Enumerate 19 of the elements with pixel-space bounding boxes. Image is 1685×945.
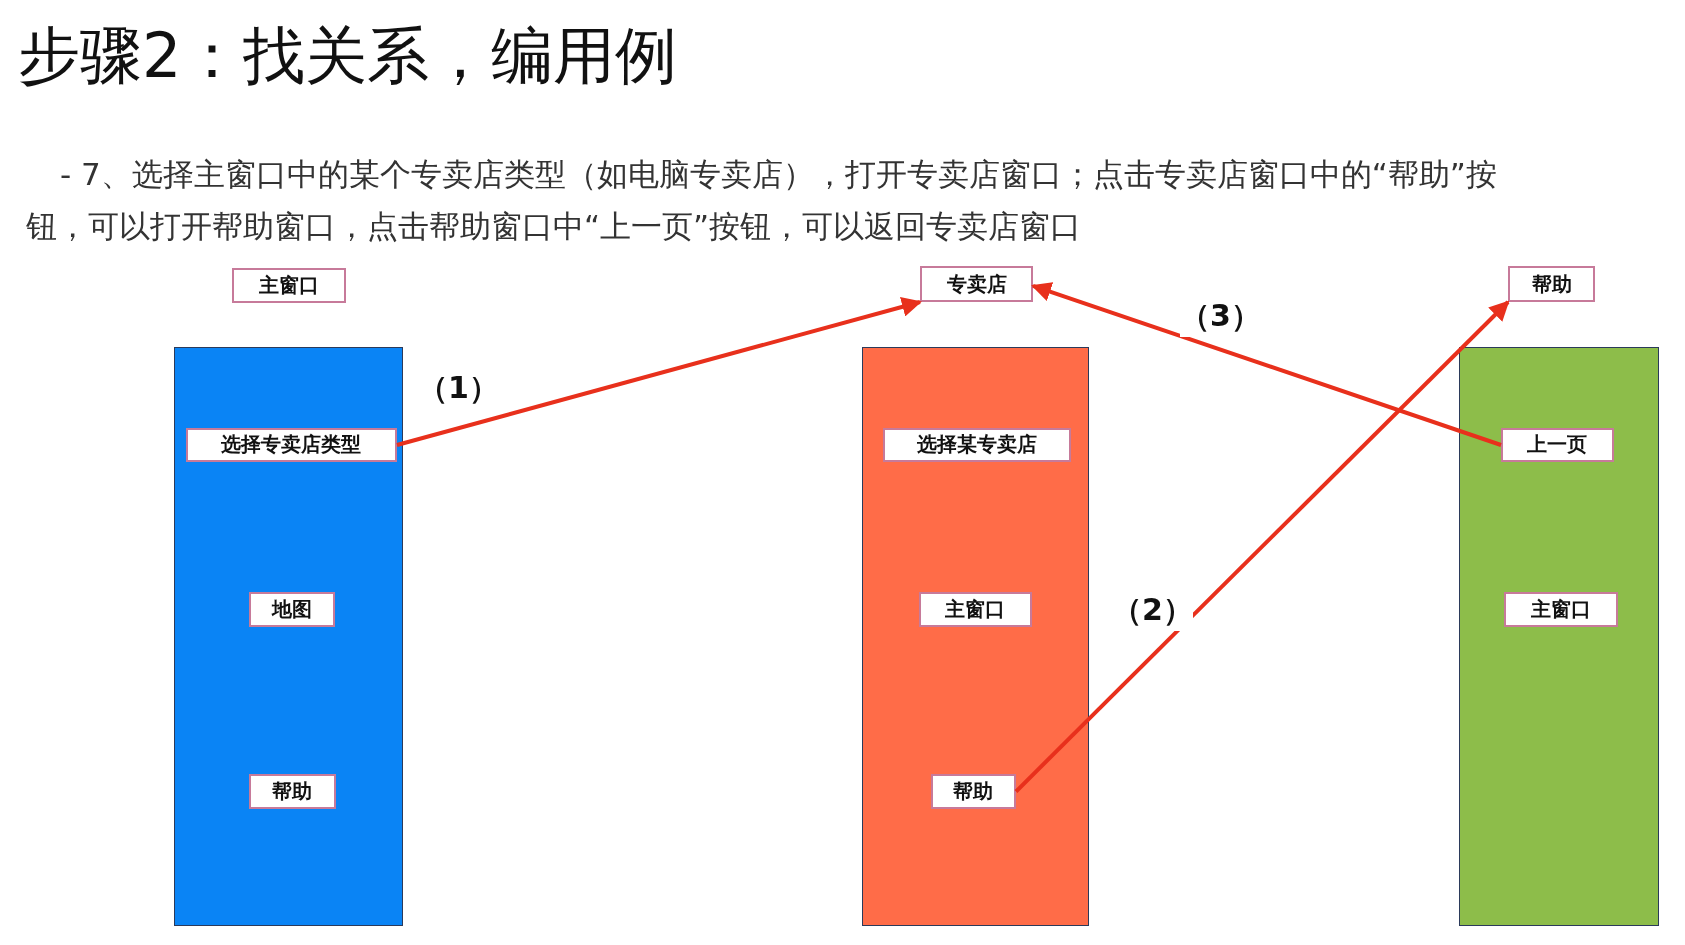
window-label: 主窗口	[1503, 591, 1618, 627]
window-label: 主窗口	[232, 268, 346, 303]
window-panel	[1459, 347, 1659, 926]
arrow	[1014, 300, 1510, 793]
title: 步骤2：找关系，编用例	[18, 18, 678, 94]
window-label: 帮助	[248, 773, 336, 809]
window-label: 选择某专卖店	[882, 427, 1071, 462]
window-panel	[862, 347, 1089, 926]
window-label: 选择专卖店类型	[185, 427, 397, 462]
window-label: 帮助	[1508, 266, 1595, 302]
arrow	[1031, 282, 1502, 447]
window-label: 帮助	[930, 773, 1016, 809]
window-label: 主窗口	[918, 591, 1032, 627]
arrow	[396, 297, 922, 447]
window-label: 专卖店	[920, 266, 1033, 302]
window-label: 地图	[248, 591, 335, 627]
description-text: - 7、选择主窗口中的某个专卖店类型（如电脑专卖店），打开专卖店窗口；点击专卖店窗口中的“帮助”按钮，可以打开帮助窗口，点击帮助窗口中“上一页”按钮，可以返回专卖店窗口	[26, 155, 1498, 246]
window-panel	[174, 347, 403, 926]
window-label: 上一页	[1500, 427, 1614, 462]
